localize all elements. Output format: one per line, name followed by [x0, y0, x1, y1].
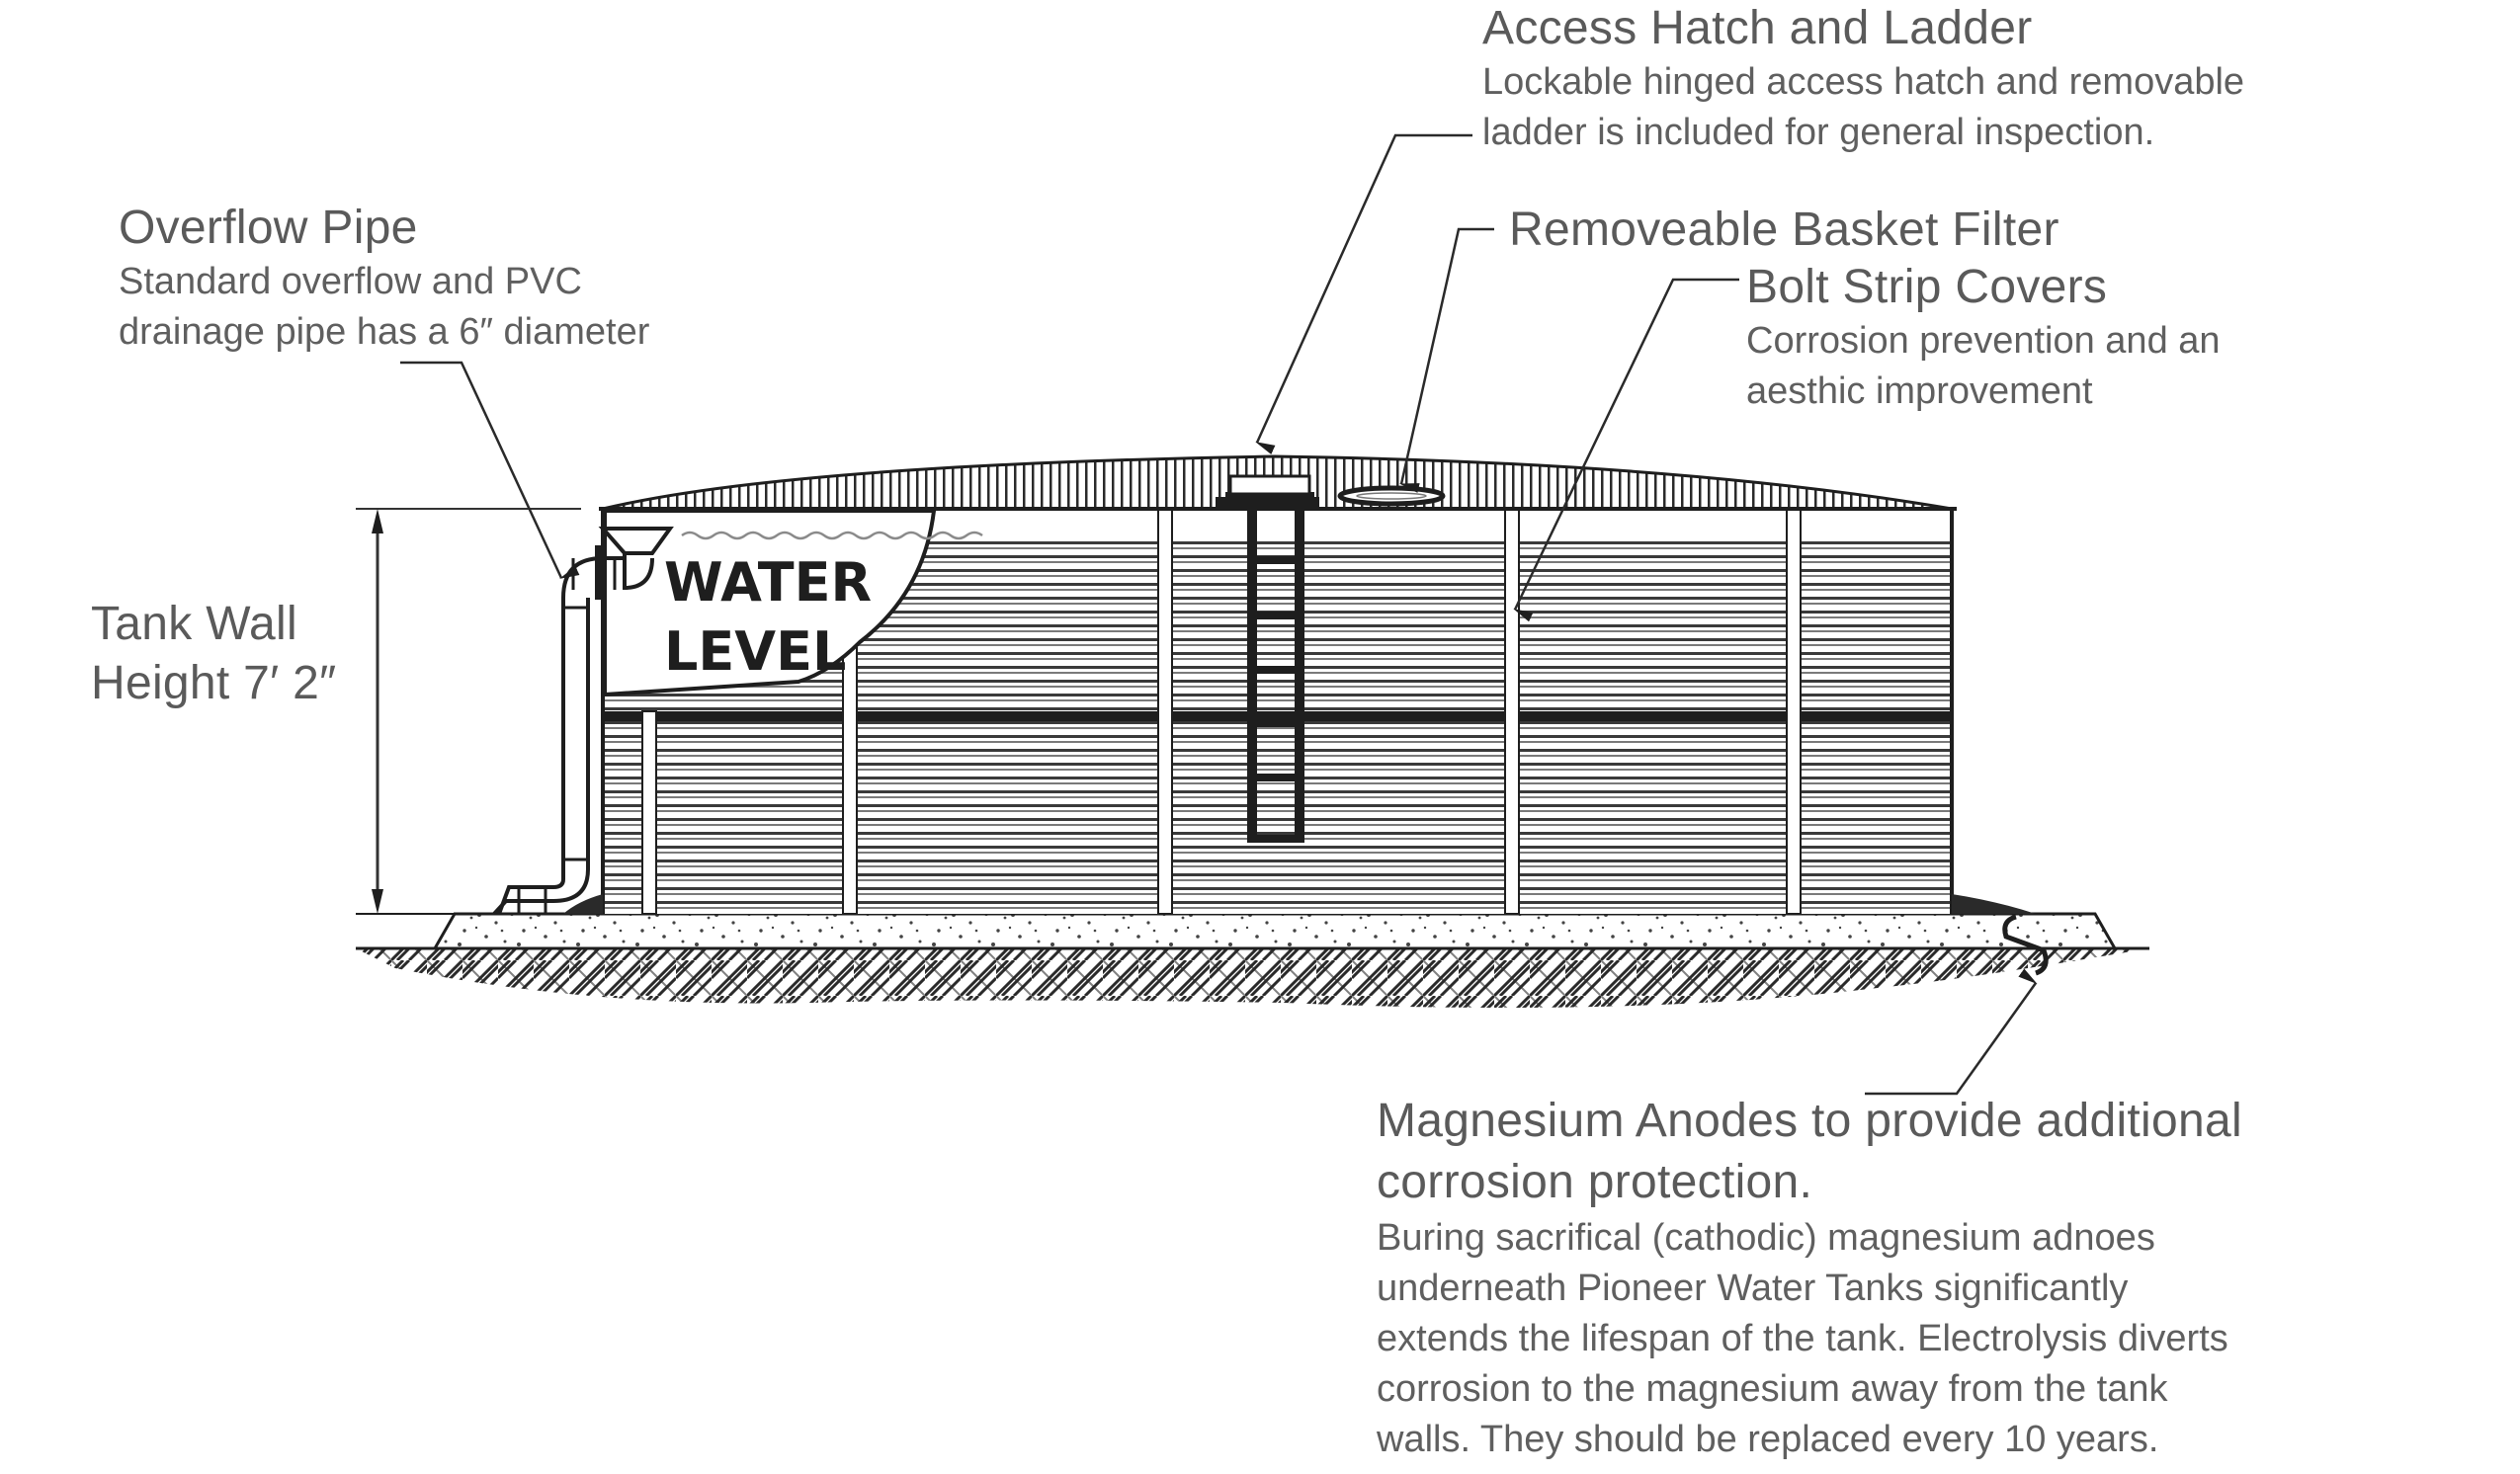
access-hatch-desc-1: Lockable hinged access hatch and removab…: [1482, 61, 2245, 103]
bolt-strip-title: Bolt Strip Covers: [1746, 261, 2108, 313]
tank-wall-line-2: Height 7′ 2″: [91, 657, 337, 709]
callout-overflow-pipe: Overflow Pipe Standard overflow and PVC …: [119, 200, 649, 358]
callout-anodes: Magnesium Anodes to provide additional c…: [1377, 1091, 2242, 1465]
ladder: [1247, 507, 1304, 843]
anodes-title-2: corrosion protection.: [1377, 1156, 1813, 1208]
anodes-desc-2: underneath Pioneer Water Tanks significa…: [1377, 1268, 2129, 1309]
anodes-desc-3: extends the lifespan of the tank. Electr…: [1377, 1318, 2228, 1359]
bolt-strip-desc-2: aesthic improvement: [1746, 370, 2093, 412]
leader-lines: [400, 133, 2038, 1096]
magnesium-anode: [2002, 914, 2049, 976]
water-label-line1: WATER: [664, 551, 872, 614]
basket-filter: [1337, 485, 1446, 507]
ground-hatch: [356, 946, 2149, 1008]
anodes-title-1: Magnesium Anodes to provide additional: [1377, 1095, 2242, 1147]
foundation-slab: [356, 912, 2118, 950]
water-label-line2: LEVEL: [664, 620, 846, 683]
overflow-pipe-desc-1: Standard overflow and PVC: [119, 261, 582, 302]
overflow-pipe-title: Overflow Pipe: [119, 202, 418, 254]
anodes-desc-1: Buring sacrifical (cathodic) magnesium a…: [1377, 1217, 2155, 1259]
callout-tank-wall: Tank Wall Height 7′ 2″: [91, 596, 336, 712]
access-hatch: [1216, 474, 1319, 507]
callout-access-hatch: Access Hatch and Ladder Lockable hinged …: [1482, 0, 2244, 158]
water-level-cutaway: WATER LEVEL: [603, 509, 983, 697]
bolt-strip-desc-1: Corrosion prevention and an: [1746, 320, 2221, 362]
access-hatch-title: Access Hatch and Ladder: [1482, 2, 2033, 54]
anodes-desc-4: corrosion to the magnesium away from the…: [1377, 1368, 2168, 1410]
access-hatch-desc-2: ladder is included for general inspectio…: [1482, 112, 2155, 153]
anodes-desc-5: walls. They should be replaced every 10 …: [1377, 1419, 2159, 1460]
basket-filter-title: Removeable Basket Filter: [1509, 204, 2059, 256]
tank-wall-line-1: Tank Wall: [91, 598, 297, 650]
height-dimension: [356, 508, 581, 914]
overflow-pipe-desc-2: drainage pipe has a 6″ diameter: [119, 311, 650, 353]
callout-bolt-strip: Bolt Strip Covers Corrosion prevention a…: [1746, 259, 2221, 417]
